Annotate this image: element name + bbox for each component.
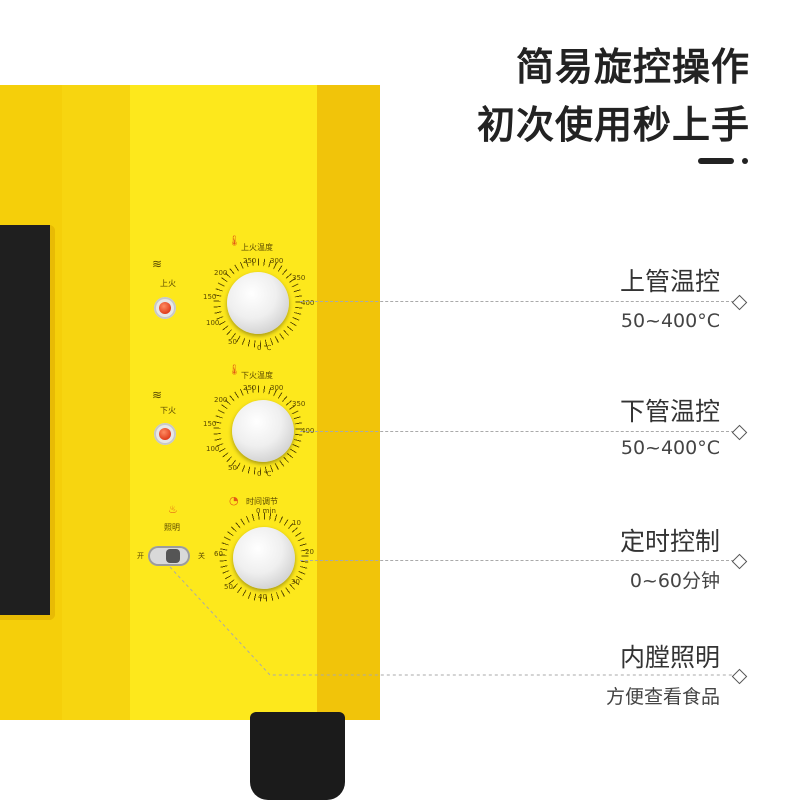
- oven-side-strip: [62, 85, 130, 720]
- tick-label: 300: [270, 257, 284, 265]
- tick-label: 200: [214, 396, 228, 404]
- tick-label: 10: [292, 519, 301, 527]
- tick-label: 350: [292, 400, 306, 408]
- tick-label: 20: [305, 548, 314, 556]
- clock-icon: ◔: [229, 494, 239, 507]
- tick-label: 0 min: [256, 507, 276, 515]
- light-side-label: 照明: [164, 523, 180, 532]
- headline-line-2: 初次使用秒上手: [476, 103, 750, 147]
- leader-line-timer: [300, 560, 734, 561]
- tick-label: 250: [243, 257, 257, 265]
- tick-label: 40: [258, 593, 267, 601]
- oven-door-window: [0, 225, 50, 615]
- oven-foot: [250, 712, 345, 800]
- feature-timer-subtitle: 0~60分钟: [629, 570, 720, 592]
- bottom-heat-indicator-lamp: [154, 423, 176, 445]
- tick-label: 150: [203, 293, 217, 301]
- feature-light-title: 内膛照明: [619, 643, 720, 672]
- tick-label: 50: [228, 338, 237, 346]
- top-heat-side-label: 上火: [160, 279, 176, 288]
- tick-label: 100: [206, 319, 220, 327]
- feature-timer-title: 定时控制: [619, 527, 720, 556]
- bottom-heat-knob[interactable]: [232, 400, 294, 462]
- light-toggle-handle[interactable]: [166, 549, 180, 563]
- tick-label: 200: [214, 269, 228, 277]
- bottom-heat-icon: ≋: [152, 388, 163, 402]
- tick-label: 350: [292, 274, 306, 282]
- tick-label: 50: [224, 583, 233, 591]
- headline-line-1: 简易旋控操作: [515, 45, 750, 89]
- tick-label: 30: [291, 578, 300, 586]
- top-heat-knob[interactable]: [227, 272, 289, 334]
- light-off-label: 关: [198, 552, 205, 560]
- tick-label: 400: [301, 299, 315, 307]
- feature-light-subtitle: 方便查看食品: [605, 686, 720, 708]
- feature-bottom-heat-title: 下管温控: [619, 397, 720, 426]
- thermometer-icon: 🌡: [228, 236, 241, 247]
- top-heat-icon: ≋: [152, 257, 163, 271]
- feature-top-heat-subtitle: 50~400°C: [620, 310, 720, 332]
- decorative-dot: [742, 158, 748, 164]
- light-bulb-icon: ♨: [168, 503, 178, 516]
- light-toggle-switch[interactable]: [148, 546, 190, 566]
- feature-top-heat-title: 上管温控: [619, 267, 720, 296]
- top-heat-indicator-lamp: [154, 297, 176, 319]
- timer-knob[interactable]: [233, 527, 295, 589]
- oven-right-strip: [317, 85, 380, 720]
- tick-label: 50: [228, 464, 237, 472]
- tick-label: 250: [243, 384, 257, 392]
- thermometer-icon: 🌡: [228, 365, 241, 376]
- tick-label: 0 ℃: [257, 470, 272, 478]
- top-heat-dial-title: 上火温度: [241, 243, 273, 252]
- leader-line-bottom-heat: [300, 431, 734, 432]
- feature-bottom-heat-subtitle: 50~400°C: [620, 437, 720, 459]
- leader-line-top-heat: [300, 301, 734, 302]
- timer-dial-title: 时间调节: [246, 497, 278, 506]
- tick-label: 150: [203, 420, 217, 428]
- tick-label: 0 ℃: [257, 344, 272, 352]
- bottom-heat-dial-title: 下火温度: [241, 371, 273, 380]
- bottom-heat-side-label: 下火: [160, 406, 176, 415]
- decorative-bar: [698, 158, 734, 164]
- tick-label: 100: [206, 445, 220, 453]
- light-on-label: 开: [137, 552, 144, 560]
- tick-label: 60: [214, 550, 223, 558]
- tick-label: 300: [270, 384, 284, 392]
